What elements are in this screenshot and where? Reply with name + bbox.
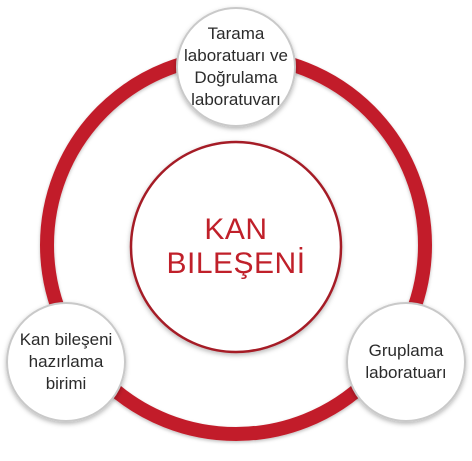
center-label-line2: BILEŞENİ (166, 247, 306, 280)
node-circle-top (176, 7, 296, 127)
center-label: KAN BILEŞENİ (136, 197, 336, 297)
node-label-top: Tarama laboratuarı ve Doğrulama laboratu… (184, 24, 288, 109)
center-circle (129, 140, 343, 354)
node-circle-right (346, 302, 466, 422)
node-label-left: Kan bileşeni hazırlama birimi (19, 330, 113, 393)
center-label-line1: KAN (204, 213, 268, 246)
node-label-right: Gruplama laboratuarı (365, 341, 447, 382)
node-circle-left (6, 302, 126, 422)
